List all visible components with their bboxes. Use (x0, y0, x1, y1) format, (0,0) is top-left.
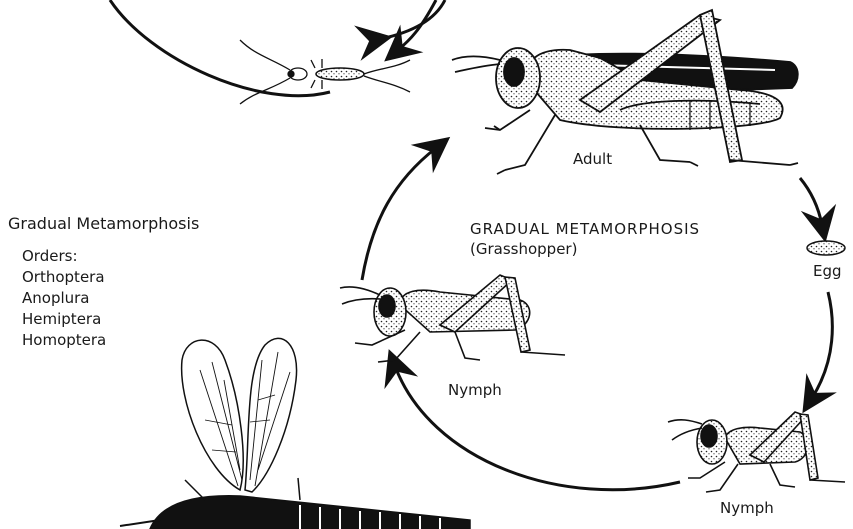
cycle-arrow-top-head (375, 0, 445, 40)
stage-label-nymph-large: Nymph (448, 381, 502, 399)
adult-grasshopper-icon (452, 10, 798, 174)
cycle-subtitle: (Grasshopper) (470, 240, 577, 258)
orders-list: Orders: Orthoptera Anoplura Hemiptera Ho… (22, 246, 106, 351)
order-item: Anoplura (22, 288, 106, 309)
stage-label-egg: Egg (813, 262, 842, 280)
mayfly-icon (120, 338, 470, 529)
stage-label-nymph-small: Nymph (720, 499, 774, 517)
arrow-egg-to-nymph (812, 292, 832, 398)
order-item: Orthoptera (22, 267, 106, 288)
grasshopper-nymph-icon (340, 275, 565, 362)
cycle-title: GRADUAL METAMORPHOSIS (470, 220, 700, 238)
cycle-arrow-top (110, 0, 330, 96)
order-item: Hemiptera (22, 309, 106, 330)
order-item: Homoptera (22, 330, 106, 351)
arrow-adult-to-egg (800, 178, 822, 225)
arrow-nymph-to-nymph (395, 366, 680, 490)
side-legend-title: Gradual Metamorphosis (8, 214, 199, 233)
arrow-nymph-to-adult (362, 148, 436, 280)
grasshopper-nymph-small-icon (668, 412, 845, 492)
orders-label: Orders: (22, 246, 106, 267)
egg-icon (807, 241, 845, 255)
stage-label-adult: Adult (573, 150, 612, 168)
